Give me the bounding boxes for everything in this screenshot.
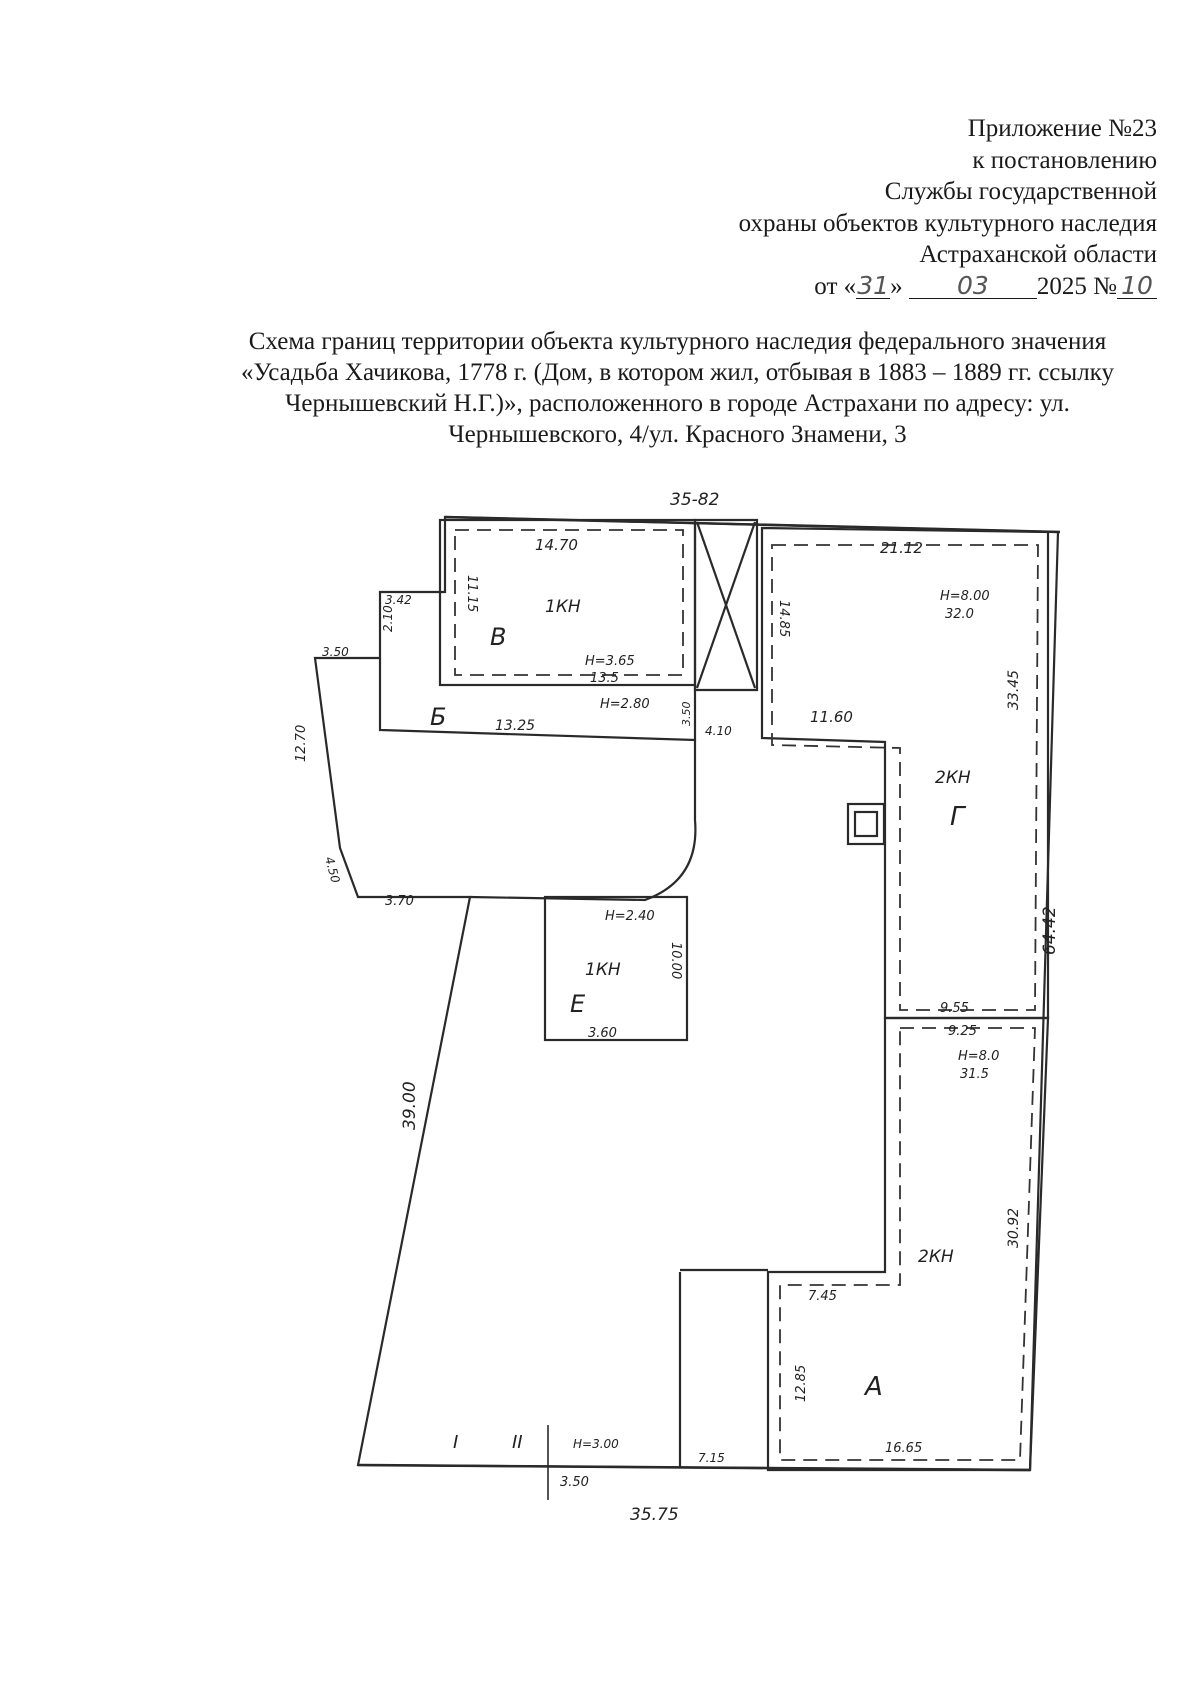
a-floors: 2КН <box>918 1247 954 1267</box>
e-width: 3.60 <box>588 1026 617 1041</box>
dim-8: 3.50 <box>680 702 693 727</box>
dim-3: 3.50 <box>322 645 349 659</box>
e-letter: Е <box>570 990 586 1018</box>
roman-2: II <box>512 1432 523 1453</box>
roman-1: I <box>453 1432 458 1453</box>
e-depth: 10.00 <box>668 942 683 979</box>
g-length: 33.45 <box>1006 670 1022 710</box>
base-line <box>357 1463 1031 1472</box>
g-depth: 14.85 <box>776 600 791 637</box>
g-height-sub: 32.0 <box>945 607 974 622</box>
date-month: 03 <box>908 273 1037 299</box>
a-top: 9.25 <box>948 1024 977 1039</box>
building-b-outline <box>378 658 697 742</box>
dim-5: 4.50 <box>322 855 343 885</box>
appendix-to-resolution: к постановлению <box>972 146 1157 174</box>
scheme-title: Схема границ территории объекта культурн… <box>241 328 1114 448</box>
building-g-outline <box>760 526 1050 1020</box>
bottom-boundary-label: 35.75 <box>630 1505 679 1525</box>
left-boundary-label: 39.00 <box>400 1081 420 1130</box>
g-floors: 2КН <box>935 768 971 788</box>
top-line <box>444 515 1061 534</box>
crossed-passage <box>693 518 759 692</box>
v-depth: 11.15 <box>464 575 479 612</box>
dim-4: 12.70 <box>294 725 309 762</box>
date-prefix: от « <box>814 272 857 300</box>
g-letter: Г <box>950 802 967 832</box>
stair <box>846 802 886 846</box>
dim-7: 4.10 <box>705 724 732 738</box>
g-height: Н=8.00 <box>940 589 990 604</box>
a-letter: А <box>863 1372 883 1402</box>
a-height-sub: 31.5 <box>960 1067 989 1082</box>
v-height: Н=3.65 <box>585 654 635 669</box>
g-width: 21.12 <box>880 539 923 557</box>
v-width: 14.70 <box>535 536 578 554</box>
territory-outline <box>313 515 1060 1472</box>
right-boundary-label: 64.42 <box>1040 906 1060 955</box>
appendix-number: Приложение №23 <box>967 115 1157 142</box>
issuing-region: Астраханской области <box>919 241 1157 268</box>
dim-6: 3.70 <box>385 894 414 909</box>
b-length: 13.25 <box>495 718 535 734</box>
e-height: Н=2.40 <box>605 909 655 924</box>
a-length: 30.92 <box>1006 1208 1022 1248</box>
dim-11: 3.50 <box>560 1475 589 1490</box>
a-bottom: 16.65 <box>885 1441 922 1456</box>
date-day: 31 <box>856 270 891 300</box>
resolution-number: 10 <box>1117 273 1157 299</box>
g-inner: 11.60 <box>810 708 853 726</box>
building-a-outline <box>766 1016 1050 1472</box>
v-letter: В <box>490 623 506 651</box>
e-floors: 1КН <box>585 960 621 980</box>
dim-9: 7.15 <box>698 1451 725 1465</box>
a-height: Н=8.0 <box>958 1049 999 1064</box>
a-inner: 7.45 <box>808 1289 837 1304</box>
v-floors: 1КН <box>545 597 581 617</box>
issuing-service: Службы государственной <box>884 178 1157 205</box>
date-sep: » <box>890 272 903 300</box>
document-header: Приложение №23 к постановлению Службы го… <box>739 113 1157 302</box>
top-boundary-label: 35-82 <box>670 490 719 510</box>
date-year: 2025 № <box>1036 272 1117 300</box>
a-side: 12.85 <box>794 1365 809 1402</box>
issuing-service-2: охраны объектов культурного наследия <box>738 209 1157 237</box>
v-height-sub: 13.5 <box>590 671 619 686</box>
b-letter: Б <box>430 703 446 731</box>
building-e-outline <box>543 895 689 1042</box>
dim-10: Н=3.00 <box>573 1437 619 1451</box>
b-height: Н=2.80 <box>600 697 650 712</box>
dim-1: 3.42 <box>385 593 412 607</box>
central-wall <box>469 740 697 902</box>
dim-2: 2.10 <box>381 605 395 632</box>
g-end: 9.55 <box>940 1001 969 1016</box>
